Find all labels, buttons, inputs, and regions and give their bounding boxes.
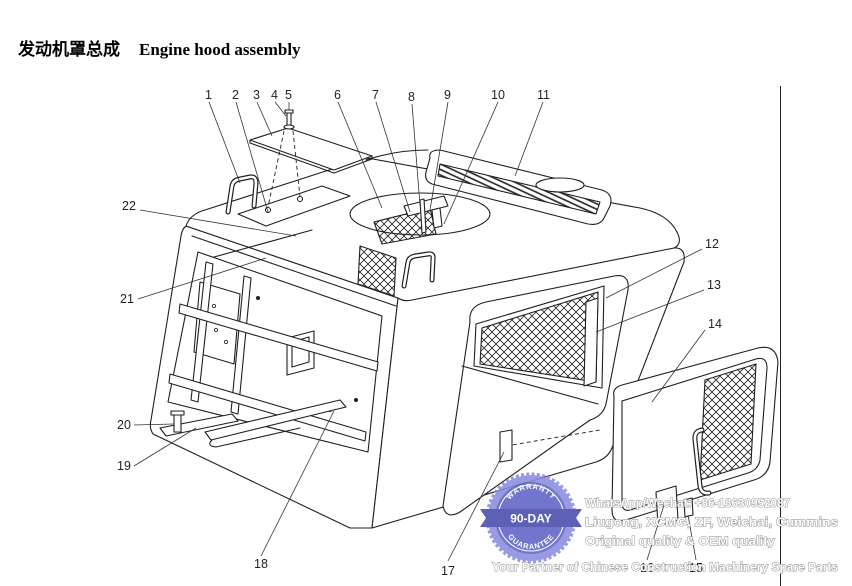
side-mesh-panel — [357, 245, 397, 297]
hidden-edge — [505, 429, 601, 447]
callout-leader-20 — [133, 423, 175, 426]
callout-leader-14 — [651, 329, 706, 403]
callout-8: 8 — [408, 90, 415, 104]
mesh-bracket — [403, 195, 449, 217]
rivet — [354, 398, 358, 402]
badge-ribbon — [480, 509, 582, 527]
warranty-badge: WARRANTY GUARANTEE 90-DAY — [480, 472, 582, 564]
callout-13: 13 — [707, 278, 721, 292]
callout-3: 3 — [253, 88, 260, 102]
callout-10: 10 — [491, 88, 505, 102]
bulkhead-hole — [213, 327, 218, 332]
callout-11: 11 — [537, 88, 550, 102]
hood-front-lip — [191, 235, 397, 307]
bulkhead-hole — [223, 339, 228, 344]
callout-15: 15 — [689, 561, 703, 575]
callout-2: 2 — [232, 88, 239, 102]
rivet — [256, 296, 260, 300]
grille-bracket — [583, 297, 599, 387]
page-title-en: Engine hood assembly — [139, 40, 301, 59]
callout-9: 9 — [444, 88, 451, 102]
side-door-inner-border — [621, 357, 768, 511]
callout-21: 21 — [120, 292, 134, 306]
callout-12: 12 — [705, 237, 719, 251]
badge-days: 90-DAY — [510, 512, 552, 526]
watermark-quality: Original quality & OEM quality — [585, 534, 775, 548]
bulkhead-hole — [211, 303, 216, 308]
watermark-brands: Liugong, XCMG, ZF, Weichai, Cummins — [585, 515, 838, 529]
mounting-bolt — [173, 413, 182, 433]
callout-leader-17 — [447, 451, 505, 562]
callout-17: 17 — [441, 564, 455, 578]
watermark-text: WhatsApp/Wechat: +86-18630952087 Liugong… — [492, 496, 839, 575]
mounting-bolt-head — [170, 410, 185, 416]
callout-leader-19 — [133, 427, 197, 467]
callout-leader-13 — [595, 289, 705, 333]
bolt-head — [284, 109, 294, 114]
callout-leader-6 — [337, 101, 383, 209]
frame-post — [190, 261, 214, 403]
callout-leader-12 — [605, 248, 703, 299]
bolt — [286, 112, 292, 126]
callout-leader-7 — [375, 101, 411, 213]
door-handle-highlight — [693, 428, 711, 495]
lock-plate — [655, 485, 679, 527]
callout-leader-22 — [139, 209, 297, 237]
callout-20: 20 — [117, 418, 131, 432]
inner-floor-edge — [461, 365, 599, 405]
bolt-hole — [296, 195, 304, 203]
hood-assembly — [149, 109, 779, 529]
watermark-slogan: Your Partner of Chinese Construction Mac… — [492, 560, 838, 574]
callout-leader-4 — [274, 101, 287, 117]
callout-16: 16 — [640, 561, 654, 575]
callout-leader-9 — [429, 101, 449, 211]
mesh-clip — [431, 207, 443, 229]
base-rail — [204, 399, 347, 441]
callout-leader-8 — [411, 103, 421, 206]
base-skirt — [209, 427, 301, 448]
mesh-clip — [419, 198, 427, 234]
filler-cap-opening — [535, 177, 585, 193]
callout-leader-21 — [137, 257, 267, 300]
door-lock — [683, 497, 694, 518]
callout-leader-15 — [687, 514, 697, 561]
washer — [283, 124, 295, 130]
frame-crossbar — [178, 303, 379, 372]
callout-leader-2 — [235, 101, 269, 213]
callout-4: 4 — [271, 88, 278, 102]
callout-22: 22 — [122, 199, 136, 213]
callout-leader-1 — [208, 101, 241, 184]
callout-leader-11 — [514, 101, 544, 177]
callout-leader-10 — [443, 101, 499, 225]
top-panel-recess — [237, 185, 351, 227]
frame-post — [230, 275, 252, 415]
callout-5: 5 — [285, 88, 292, 102]
callout-18: 18 — [254, 557, 268, 571]
latch-tab — [499, 429, 513, 463]
callout-14: 14 — [708, 317, 722, 331]
assembly-line — [267, 130, 301, 208]
callout-leader-18 — [260, 410, 335, 557]
callout-leader-3 — [256, 101, 273, 137]
callout-leader-16 — [646, 504, 665, 561]
side-door-mesh — [699, 363, 757, 481]
callout-labels: 1 2 3 4 5 6 7 8 9 10 11 12 13 14 15 16 1… — [117, 88, 722, 578]
callout-leaders — [133, 101, 706, 562]
hood-rear-edge — [365, 149, 429, 161]
callout-7: 7 — [372, 88, 379, 102]
callout-6: 6 — [334, 88, 341, 102]
watermark-contact: WhatsApp/Wechat: +86-18630952087 — [585, 496, 790, 510]
cover-plate-edge — [249, 139, 373, 174]
callout-1: 1 — [205, 88, 212, 102]
lifting-handle-highlight — [402, 252, 435, 288]
page-title-cn: 发动机罩总成 — [17, 39, 120, 60]
lifting-handle-highlight — [226, 175, 258, 214]
callout-19: 19 — [117, 459, 131, 473]
